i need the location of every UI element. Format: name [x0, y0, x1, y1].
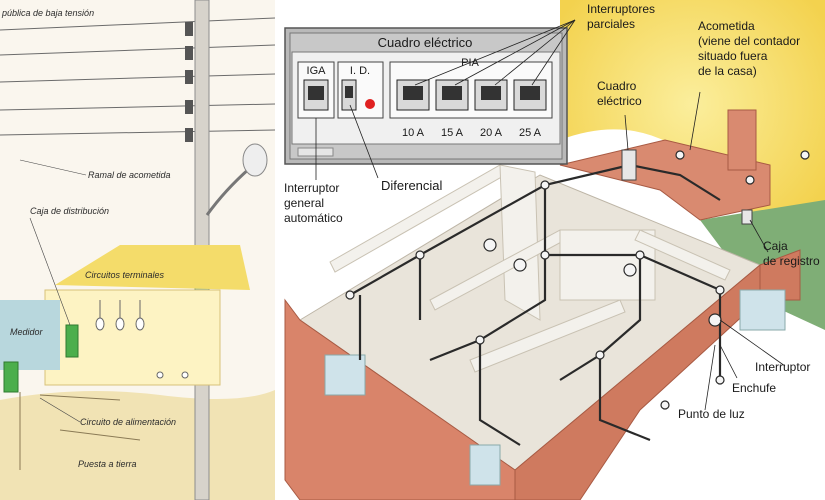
- breaker-iga-icon: [303, 79, 329, 111]
- callout-acometida-3: situado fuera: [698, 49, 768, 63]
- meter-house: [0, 300, 60, 370]
- window-3: [739, 289, 786, 331]
- callout-caja-2: de registro: [763, 254, 820, 268]
- label-circuito-alimentacion: Circuito de alimentación: [80, 417, 176, 427]
- front-wall-left: [284, 298, 516, 500]
- callout-interruptor: Interruptor: [755, 360, 810, 374]
- panel-box: Cuadro eléctrico IGA I. D. PIA: [284, 27, 568, 165]
- street-lamp-icon: [242, 143, 268, 177]
- callout-interruptor-general-1: Interruptor: [284, 181, 339, 195]
- distribution-box: [65, 324, 79, 358]
- interior-walls: [329, 164, 731, 373]
- panel-id-label: I. D.: [350, 65, 370, 77]
- panel-pia-label: PIA: [461, 57, 479, 69]
- amp-25: 25 A: [519, 127, 542, 139]
- fixture-points: [345, 150, 810, 410]
- ground: [0, 390, 275, 500]
- meter-box: [3, 361, 19, 393]
- ground-lines: [19, 392, 141, 470]
- callout-acometida-1: Acometida: [698, 19, 755, 33]
- chimney: [727, 109, 757, 171]
- callout-leaders: [315, 19, 786, 411]
- small-electrical-panel: [621, 149, 637, 181]
- panel-title: Cuadro eléctrico: [378, 35, 473, 50]
- left-leaders: [19, 159, 87, 423]
- side-wall: [759, 249, 801, 301]
- lamp-arm: [205, 166, 251, 216]
- amp-15: 15 A: [441, 127, 464, 139]
- callout-cuadro-1: Cuadro: [597, 79, 637, 93]
- callout-caja-1: Caja: [763, 239, 788, 253]
- label-ramal: Ramal de acometida: [88, 170, 171, 180]
- panel-divider: [275, 0, 280, 500]
- callout-interruptor-general-3: automático: [284, 211, 343, 225]
- junction-box-icon: [741, 209, 753, 225]
- callout-interruptor-general-2: general: [284, 196, 324, 210]
- amp-20: 20 A: [480, 127, 503, 139]
- test-button-icon: [365, 99, 375, 109]
- label-caja-distribucion: Caja de distribución: [30, 206, 109, 216]
- callout-interruptores-parciales-1: Interruptores: [587, 2, 655, 16]
- window-2: [469, 444, 501, 486]
- right-illustration: Cuadro eléctrico IGA I. D. PIA: [280, 0, 825, 500]
- overhead-wires: [0, 17, 276, 136]
- window-1: [324, 354, 366, 396]
- amp-10: 10 A: [402, 127, 425, 139]
- callout-interruptores-parciales-2: parciales: [587, 17, 635, 31]
- label-baja-tension: pública de baja tensión: [1, 8, 94, 18]
- breaker-id-icon: [341, 79, 375, 111]
- house-roof: [55, 245, 250, 290]
- callout-punto-luz: Punto de luz: [678, 407, 745, 421]
- left-illustration: pública de baja tensión Ramal de acometi…: [0, 0, 276, 500]
- callout-acometida-2: (viene del contador: [698, 34, 800, 48]
- callout-enchufe: Enchufe: [732, 381, 776, 395]
- back-wall: [559, 139, 771, 221]
- label-medidor: Medidor: [10, 327, 44, 337]
- label-circuitos: Circuitos terminales: [85, 270, 165, 280]
- callout-diferencial: Diferencial: [381, 178, 443, 193]
- pole-insulators: [185, 22, 193, 142]
- callout-acometida-4: de la casa): [698, 64, 757, 78]
- terminal-lamps: [95, 300, 189, 379]
- callout-cuadro-2: eléctrico: [597, 94, 642, 108]
- panel-iga-label: IGA: [307, 65, 327, 77]
- label-puesta-tierra: Puesta a tierra: [78, 459, 137, 469]
- breaker-pia-icons: [396, 79, 547, 111]
